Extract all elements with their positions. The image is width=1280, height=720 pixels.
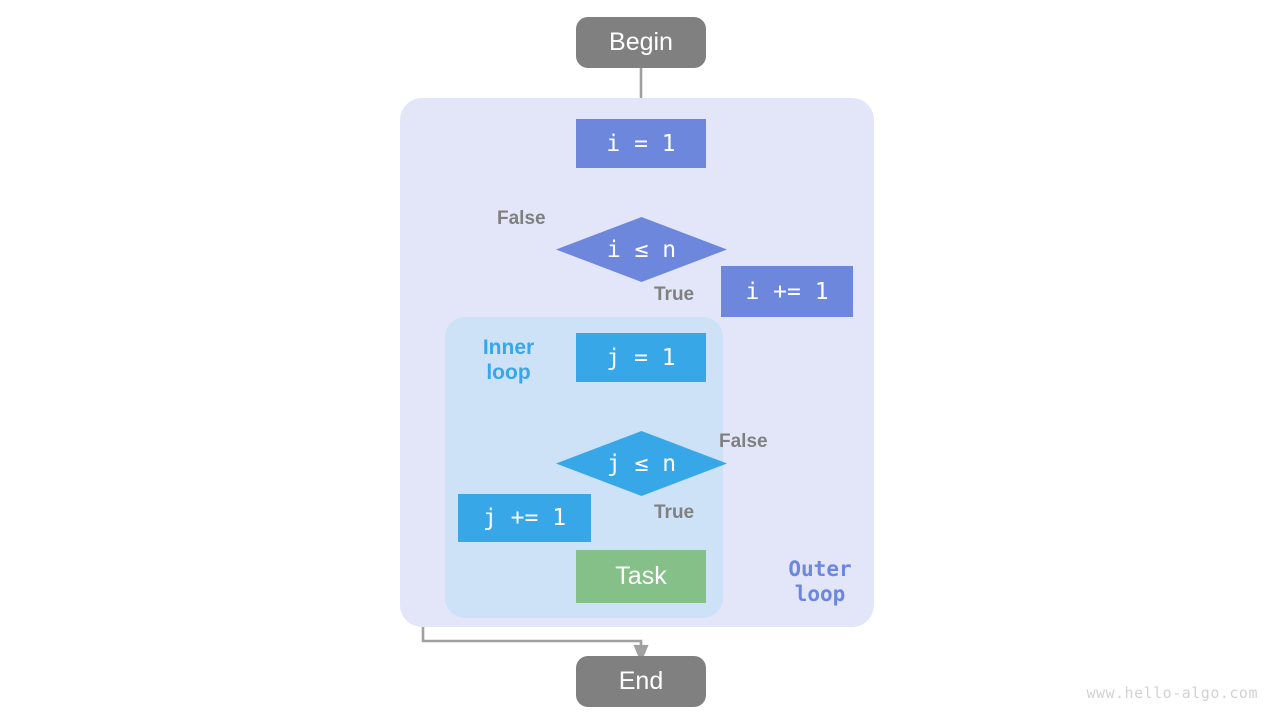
node-i-cond-shape[interactable] (556, 217, 727, 282)
node-end[interactable]: End (576, 656, 706, 707)
node-task[interactable]: Task (576, 550, 706, 603)
edge-label-i-false: False (497, 208, 546, 229)
inner-loop-label: Inner loop (482, 336, 535, 384)
node-i-init[interactable]: i = 1 (576, 119, 706, 168)
edge-label-i-true: True (654, 284, 695, 305)
node-begin[interactable]: Begin (576, 17, 706, 68)
node-j-incr[interactable]: j += 1 (458, 494, 591, 542)
edge-label-j-true: True (654, 502, 695, 523)
node-j-init[interactable]: j = 1 (576, 333, 706, 382)
outer-loop-label: Outer loop (788, 557, 852, 606)
node-j-cond-shape[interactable] (556, 431, 727, 496)
node-i-incr[interactable]: i += 1 (721, 266, 853, 317)
watermark: www.hello-algo.com (1086, 684, 1258, 702)
edge-label-j-false: False (719, 431, 768, 452)
